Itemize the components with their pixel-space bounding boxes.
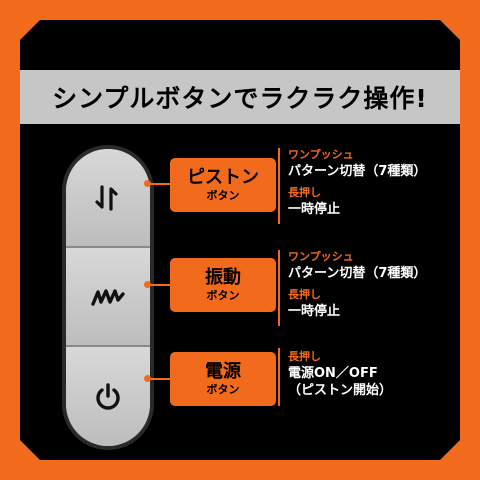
remote-body (66, 149, 150, 446)
vibration-wave-icon (91, 288, 125, 306)
desc-line: ワンプッシュ (288, 148, 354, 161)
connector-dot (144, 375, 151, 382)
power-label: 電源 ボタン (170, 352, 276, 406)
banner-title: シンプルボタンでラクラク操作! (52, 84, 428, 113)
desc-line: 電源ON／OFF (288, 366, 378, 381)
desc-line: 長押し (288, 186, 321, 199)
desc-line: 長押し (288, 350, 321, 363)
connector-line (148, 378, 170, 380)
label-main: ピストン (187, 167, 259, 188)
desc-line: （ピストン開始） (288, 383, 393, 398)
power-button (66, 347, 150, 446)
label-main: 電源 (205, 361, 241, 382)
vibration-button (66, 248, 150, 347)
power-icon (96, 382, 120, 410)
connector-dot (144, 180, 151, 187)
label-sub: ボタン (206, 189, 240, 202)
desc-line: 一時停止 (288, 202, 341, 217)
connector-dot (144, 281, 151, 288)
vibration-label: 振動 ボタン (170, 258, 276, 312)
title-banner: シンプルボタンでラクラク操作! (20, 70, 460, 124)
desc-line: 一時停止 (288, 304, 341, 319)
desc-line: 長押し (288, 288, 321, 301)
piston-button (66, 149, 150, 248)
vibration-description: ワンプッシュ パターン切替（7種類） 長押し 一時停止 (288, 249, 426, 320)
piston-description: ワンプッシュ パターン切替（7種類） 長押し 一時停止 (288, 147, 426, 218)
label-sub: ボタン (206, 289, 240, 302)
label-main: 振動 (205, 267, 241, 288)
remote-control (62, 145, 154, 450)
connector-line (148, 284, 170, 286)
piston-label: ピストン ボタン (170, 158, 276, 212)
desc-line: ワンプッシュ (288, 250, 354, 263)
up-down-arrows-icon (95, 184, 118, 211)
bracket-line (278, 348, 280, 406)
desc-line: パターン切替（7種類） (288, 164, 427, 179)
feature-panel: シンプルボタンでラクラク操作! (20, 20, 460, 460)
power-description: 長押し 電源ON／OFF （ピストン開始） (288, 349, 392, 399)
bracket-line (278, 250, 280, 326)
connector-line (148, 183, 170, 185)
label-sub: ボタン (206, 383, 240, 396)
bracket-line (278, 148, 280, 224)
desc-line: パターン切替（7種類） (288, 266, 427, 281)
